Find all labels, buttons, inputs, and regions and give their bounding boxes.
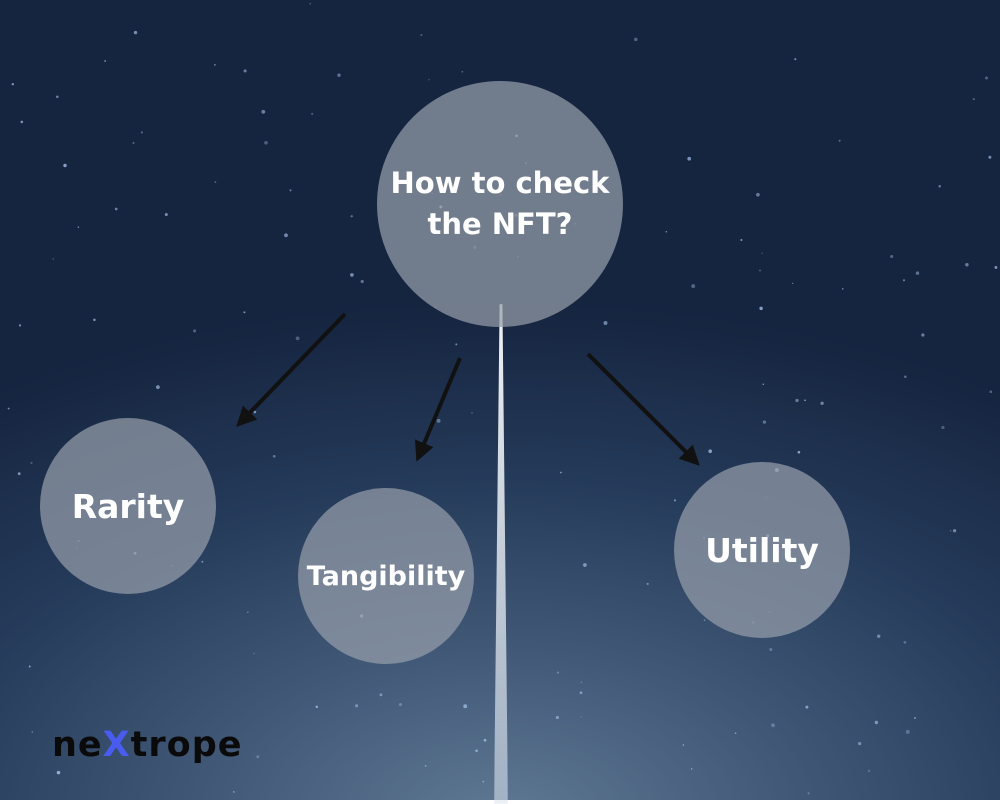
logo-text-ne: ne [52, 725, 103, 765]
arrow-to-rarity [239, 314, 345, 424]
arrow-to-tangibility [418, 358, 460, 458]
logo-x-mark: X [103, 725, 131, 765]
logo-text-trope: trope [131, 725, 243, 765]
arrow-to-utility [588, 354, 697, 463]
nextrope-logo: ne X trope [52, 722, 243, 768]
